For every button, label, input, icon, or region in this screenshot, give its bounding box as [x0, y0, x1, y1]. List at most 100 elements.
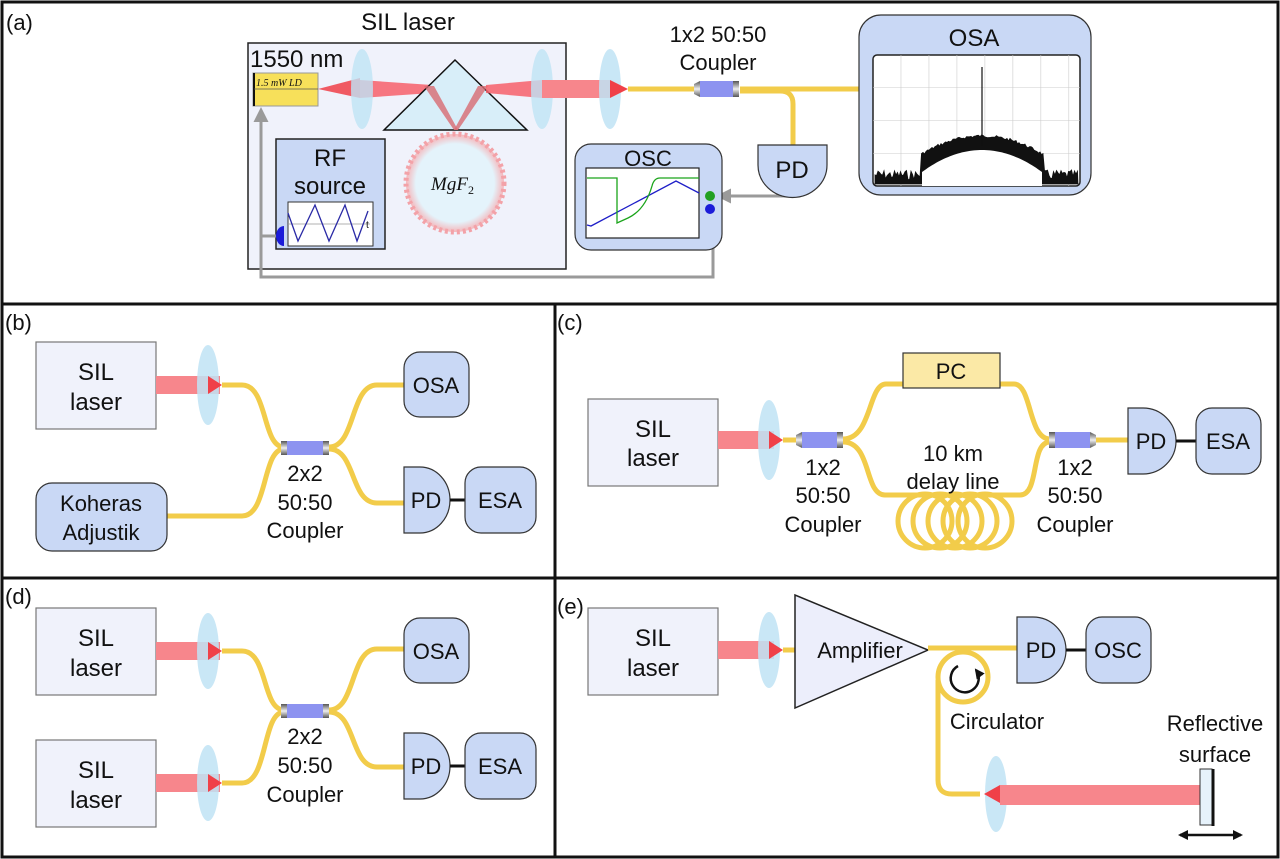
pc-label: PC — [936, 359, 967, 384]
polarization-controller — [902, 352, 1001, 389]
sil-laser-c-label-2: laser — [627, 445, 679, 472]
panel-e: (e) SIL laser Amplifier Circulator Refle… — [557, 593, 1264, 840]
osa-a-label: OSA — [949, 25, 1000, 52]
panel-a: (a) SIL laser 1550 nm 1.5 mW LD MgF2 RF … — [6, 9, 1092, 279]
panel-a-label: (a) — [6, 10, 33, 35]
fiber-e-circulator-to-lens — [935, 680, 980, 797]
osc-e-label: OSC — [1094, 638, 1142, 663]
fiber-b-pd — [328, 446, 405, 506]
oscilloscope-e — [1085, 616, 1152, 684]
esa-d-label: ESA — [478, 754, 522, 779]
esa-b-label: ESA — [478, 488, 522, 513]
fiber-d2 — [222, 709, 285, 786]
koheras-label-1: Koheras — [60, 491, 142, 516]
beam-focus-a — [610, 80, 628, 98]
sil-laser-b-label-1: SIL — [78, 359, 114, 386]
fiber-a-to-pd — [740, 88, 796, 148]
delay-line-label-1: 10 km — [923, 441, 983, 466]
coupler-a-label-2: Coupler — [679, 50, 756, 75]
pd-a-label: PD — [775, 157, 808, 184]
beam-lens-to-prism — [360, 80, 432, 98]
coupler-c2-label-2: 50:50 — [1047, 483, 1102, 508]
photodetector-a — [757, 144, 828, 198]
osc-trace-transmission — [587, 177, 699, 225]
sil-laser-c — [587, 398, 719, 487]
coupler-d-label-2: 50:50 — [277, 753, 332, 778]
resonator-label: MgF2 — [430, 174, 474, 197]
coupler-b-label-1: 2x2 — [287, 461, 322, 486]
sil-laser-e — [587, 607, 719, 696]
rf-triangle-wave — [287, 203, 369, 243]
sil-laser-e-label-1: SIL — [635, 625, 671, 652]
osc-screen — [585, 167, 700, 239]
lens-1 — [351, 49, 373, 129]
rf-source-label-1: RF — [314, 145, 346, 172]
esa-d — [464, 732, 537, 800]
osa-d-label: OSA — [413, 639, 460, 664]
panel-b-label: (b) — [5, 310, 32, 335]
osc-input-ch1 — [705, 191, 715, 201]
fiber-b-koheras — [166, 446, 285, 519]
pd-c-label: PD — [1136, 429, 1167, 454]
sil-laser-d2-label-1: SIL — [78, 757, 114, 784]
coupler-b — [281, 441, 329, 455]
panel-c: (c) SIL laser PC 1x2 50 — [557, 310, 1262, 551]
sil-laser-b-label-2: laser — [70, 389, 122, 416]
osa-b-label: OSA — [413, 373, 460, 398]
pd-b-label: PD — [411, 488, 442, 513]
sil-laser-e-label-2: laser — [627, 655, 679, 682]
beam-e-free-space — [1000, 785, 1200, 805]
photodetector-c — [1127, 407, 1177, 475]
osa-b — [403, 351, 470, 418]
amplifier-label: Amplifier — [817, 638, 903, 663]
fiber-c-upper-arm — [842, 381, 903, 442]
fiber-spool — [895, 491, 1015, 551]
fiber-d-pd — [328, 709, 405, 770]
esa-c-label: ESA — [1206, 429, 1250, 454]
osc-input-ch2 — [705, 204, 715, 214]
sil-laser-d1 — [35, 607, 157, 696]
coupler-c2-label-3: Coupler — [1036, 512, 1113, 537]
coupler-b-label-2: 50:50 — [277, 490, 332, 515]
coupler-c1-label-2: 50:50 — [795, 483, 850, 508]
beam-focus-e2 — [984, 785, 1000, 803]
reflective-surface — [1199, 768, 1213, 826]
sil-laser-title: SIL laser — [361, 9, 455, 36]
beam-focus-b — [208, 376, 222, 394]
beam-prism-down-right — [454, 86, 488, 130]
laser-diode — [252, 72, 319, 107]
coupler-c2 — [1049, 432, 1096, 448]
panel-e-frame — [553, 576, 1280, 859]
reflective-label-2: surface — [1179, 742, 1251, 767]
beam-ld-to-lens — [318, 78, 360, 98]
panel-b: (b) SIL laser 2x2 50:50 Coupler Koheras … — [5, 310, 537, 552]
circulator-label: Circulator — [950, 709, 1044, 734]
koheras-adjustik — [35, 482, 168, 552]
coupler-b-label-3: Coupler — [266, 518, 343, 543]
beam-focus-c — [769, 431, 783, 449]
photodetector-d — [403, 732, 451, 800]
sil-laser-d2-label-2: laser — [70, 787, 122, 814]
photodetector-e — [1016, 616, 1067, 684]
osa-d — [403, 617, 470, 684]
esa-c — [1195, 407, 1262, 475]
sil-laser-c-label-1: SIL — [635, 416, 671, 443]
fiber-d-osa — [328, 646, 405, 713]
beam-focus-e1 — [769, 641, 783, 659]
wavelength-label: 1550 nm — [250, 46, 343, 73]
fiber-b-sil — [222, 382, 285, 450]
reflective-label-1: Reflective — [1167, 711, 1264, 736]
coupler-c1 — [796, 432, 843, 448]
beam-focus-d2 — [208, 774, 222, 792]
beam-prism-down-left — [424, 86, 458, 130]
photodetector-b — [403, 466, 451, 534]
fiber-c-lower-arm — [842, 439, 1051, 498]
pd-e-label: PD — [1026, 638, 1057, 663]
fiber-d1 — [222, 648, 285, 713]
panel-e-label: (e) — [557, 594, 584, 619]
osc-trace-ramp — [586, 180, 700, 227]
pd-d-label: PD — [411, 754, 442, 779]
osc-a-label: OSC — [624, 146, 672, 171]
beam-collimated-a — [542, 80, 610, 98]
